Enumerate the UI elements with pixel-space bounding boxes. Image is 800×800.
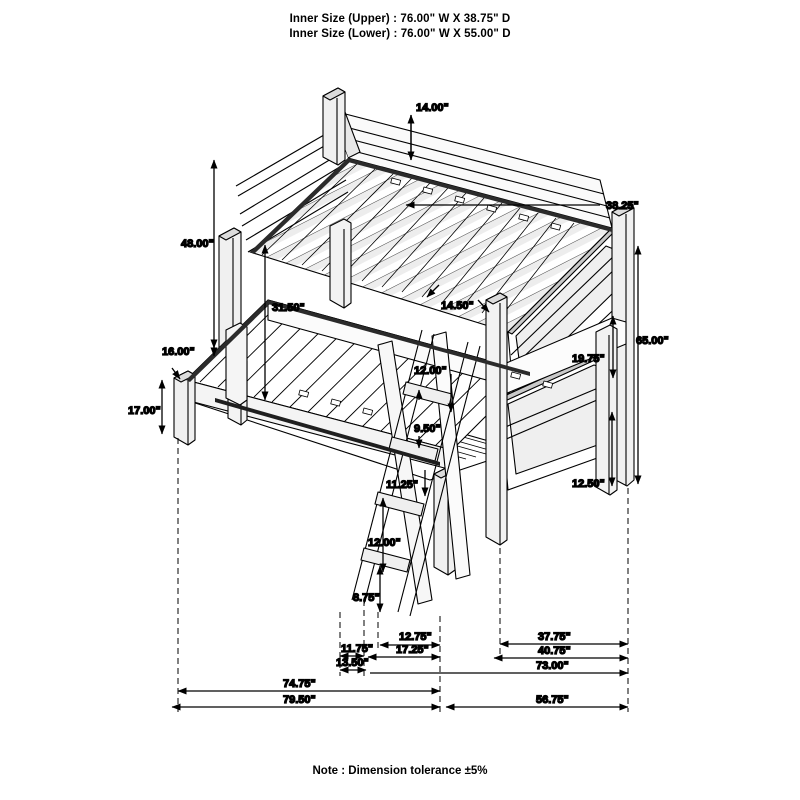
inner-size-header: Inner Size (Upper) : 76.00" W X 38.75" D… xyxy=(0,12,800,42)
dim-label-37-75: 37.75" xyxy=(538,631,571,643)
dim-65-00: 65.00" xyxy=(634,245,669,485)
dim-11-75: 11.75" xyxy=(339,642,374,660)
dim-74-75: 74.75" xyxy=(177,677,441,695)
center-upright-post xyxy=(485,292,508,546)
dim-label-11-75: 11.75" xyxy=(341,643,373,655)
dim-label-79-50: 79.50" xyxy=(283,694,316,706)
dimension-annotations: 14.00" 48.00" 31.50" 16.00" xyxy=(127,101,669,712)
upper-rear-corner-post xyxy=(322,87,346,166)
ladder-rungs xyxy=(360,381,453,573)
dim-label-12-00-a: 12.00" xyxy=(414,365,447,377)
dim-label-17-00: 17.00" xyxy=(128,405,161,417)
dim-31-50: 31.50" xyxy=(261,244,305,401)
dim-label-17-25: 17.25" xyxy=(396,644,429,656)
dim-label-73-00: 73.00" xyxy=(536,660,569,672)
dim-56-75: 56.75" xyxy=(445,693,629,711)
dim-40-75: 40.75" xyxy=(493,644,629,662)
left-tall-post-lower xyxy=(225,322,248,406)
dim-label-19-75: 19.75" xyxy=(572,353,605,365)
upper-mid-guard-post xyxy=(329,218,352,309)
dim-19-75: 19.75" xyxy=(571,315,617,379)
dim-label-65-00: 65.00" xyxy=(636,335,669,347)
dim-label-12-75: 12.75" xyxy=(399,631,432,643)
dim-label-56-75: 56.75" xyxy=(536,694,569,706)
inner-size-lower: Inner Size (Lower) : 76.00" W X 55.00" D xyxy=(289,28,511,40)
dim-12-75: 12.75" xyxy=(379,630,441,649)
upper-bunk-cleats xyxy=(390,177,562,231)
upper-bunk-front-guardrail xyxy=(232,110,349,253)
dim-14-50: 14.50" xyxy=(426,284,490,313)
dim-label-74-75: 74.75" xyxy=(283,678,316,690)
dim-11-25: 11.25" xyxy=(385,470,429,497)
dim-label-8-75: 8.75" xyxy=(353,592,380,604)
tolerance-note: Note : Dimension tolerance ±5% xyxy=(312,765,488,777)
dim-label-40-75: 40.75" xyxy=(538,645,571,657)
dim-label-13-50: 13.50" xyxy=(336,657,369,669)
inner-size-upper: Inner Size (Upper) : 76.00" W X 38.75" D xyxy=(289,13,511,25)
dim-79-50: 79.50" xyxy=(171,693,441,711)
dim-17-00: 17.00" xyxy=(127,379,166,435)
dim-73-00: 73.00" xyxy=(370,659,629,677)
dim-8-75: 8.75" xyxy=(352,565,384,613)
dim-label-14-00: 14.00" xyxy=(416,102,449,114)
dim-label-14-50: 14.50" xyxy=(441,300,474,312)
lower-bunk-footboard xyxy=(499,351,615,491)
lower-right-post xyxy=(595,324,618,496)
dim-12-00-upper: 12.00" xyxy=(413,364,455,413)
dim-38-25: 38.25" xyxy=(405,199,639,213)
dim-label-11-25: 11.25" xyxy=(386,479,418,491)
dim-label-12-50: 12.50" xyxy=(572,478,605,490)
lower-left-leg-front xyxy=(173,370,196,446)
dim-label-12-00-b: 12.00" xyxy=(368,537,401,549)
dim-label-16-00: 16.00" xyxy=(162,346,195,358)
rail-shadow-accents xyxy=(186,158,612,466)
dim-label-9-50: 9.50" xyxy=(414,423,441,435)
dim-12-00-lower: 12.00" xyxy=(367,497,401,573)
dim-13-50: 13.50" xyxy=(335,656,369,674)
dim-label-48-00: 48.00" xyxy=(181,238,214,250)
dim-37-75: 37.75" xyxy=(499,630,629,648)
dim-14-00: 14.00" xyxy=(407,101,449,161)
dim-12-50: 12.50" xyxy=(571,411,616,491)
dim-17-25: 17.25" xyxy=(367,643,441,661)
lower-bunk-cleats xyxy=(298,371,554,416)
dim-48-00: 48.00" xyxy=(180,159,218,349)
dim-label-38-25: 38.25" xyxy=(606,200,639,212)
ladder xyxy=(351,329,481,617)
bunk-bed-geometry xyxy=(173,87,635,617)
dim-label-31-50: 31.50" xyxy=(272,302,305,314)
dim-16-00: 16.00" xyxy=(161,344,218,380)
dim-9-50: 9.50" xyxy=(413,389,441,449)
